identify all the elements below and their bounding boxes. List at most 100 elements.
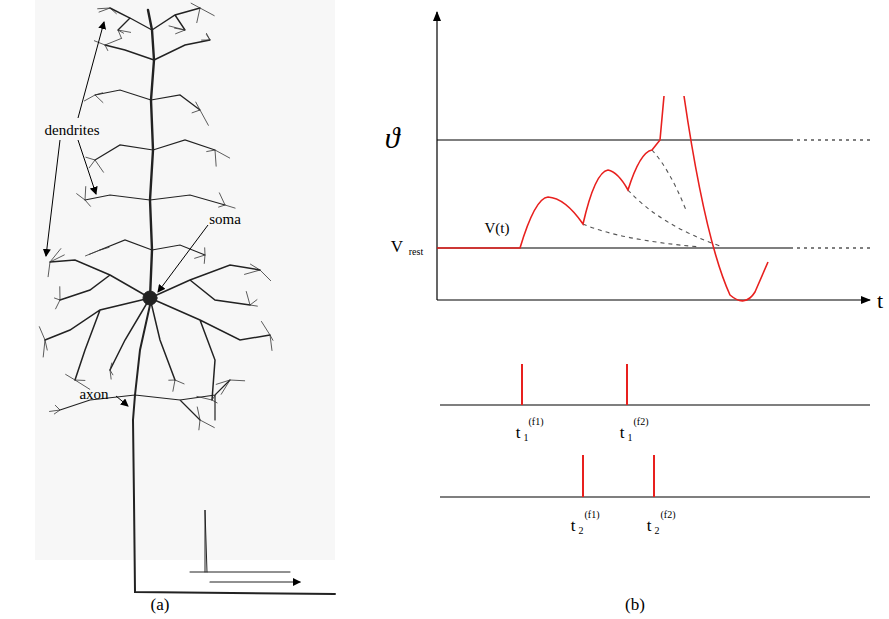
dendrite-twig: [169, 26, 185, 30]
part-label: dendrites: [45, 123, 100, 138]
membrane-potential: [437, 96, 768, 301]
superscript: (f1): [529, 417, 544, 427]
dendrite-twig: [206, 150, 215, 152]
dendrite-twig: [168, 380, 175, 381]
dendrite-twig: [219, 193, 225, 205]
dendrite-twig: [200, 8, 215, 16]
axes: [437, 12, 872, 300]
dendrite-twig: [194, 255, 205, 258]
dendrite-twig: [192, 110, 200, 113]
dendrite-twig: [250, 305, 258, 306]
dendrite-twig: [54, 298, 60, 300]
dendrite-twig: [191, 3, 200, 8]
panel-label: (b): [625, 596, 645, 613]
dendrite-twig: [85, 186, 87, 200]
dendrite-twig: [95, 160, 104, 173]
dendrite-twig: [95, 95, 103, 103]
dendrite-twig: [39, 326, 45, 340]
spike-train-axis: [440, 405, 870, 497]
dendrite-twig: [110, 370, 113, 375]
signal-name: V(t): [485, 221, 510, 236]
axis-label: t: [877, 290, 883, 312]
dendrite-twig: [43, 340, 45, 357]
dendrite-twig: [218, 205, 225, 207]
dendrite-twig: [196, 102, 200, 110]
dendrite-twig: [199, 420, 200, 430]
dendrite-twig: [45, 340, 47, 350]
dendrite-twig: [84, 95, 95, 101]
dendrite-twig: [206, 33, 210, 40]
superscript: (f2): [634, 417, 649, 427]
dendrite-twig: [204, 247, 205, 255]
dendrite-twig: [105, 45, 108, 51]
dendrite-twig: [230, 380, 245, 382]
subscript: 1: [524, 433, 529, 443]
dendrite-twig: [99, 8, 110, 12]
subscript: 2: [655, 526, 660, 536]
spike-time: t: [571, 517, 576, 534]
dendrite-twig: [48, 262, 50, 277]
spike-time: t: [647, 517, 652, 534]
dendrite-twig: [55, 405, 60, 410]
signal-name: V: [391, 238, 403, 255]
dendrite-twig: [110, 8, 117, 14]
dendrite-twig: [260, 270, 271, 281]
callout-arrows: [46, 22, 208, 406]
dendrite-twig: [49, 410, 60, 412]
dendrite-twig: [244, 270, 260, 274]
dendrite-twig: [175, 30, 185, 34]
dendrite-twig: [212, 394, 216, 400]
dendrite-twig: [50, 248, 61, 262]
dendrite-twig: [196, 396, 212, 400]
dendrite-twigs: [39, 3, 273, 430]
part-label: soma: [209, 212, 241, 227]
psp-decay: [583, 150, 720, 247]
dendrite-twig: [212, 400, 217, 403]
dendrite-twig: [201, 40, 210, 41]
subscript: 1: [628, 433, 633, 443]
spike-time: t: [620, 424, 625, 441]
threshold-symbol: ϑ: [385, 123, 400, 153]
superscript: (f2): [661, 510, 676, 520]
neuron-drawing: [45, 8, 335, 594]
dendrite-twig: [173, 380, 175, 392]
input-spike: [522, 364, 654, 497]
dendrite-twig: [200, 420, 215, 428]
dendrite-twig: [261, 321, 270, 335]
dendrite-twig: [85, 200, 91, 207]
image-ground: [35, 0, 335, 560]
dendrite-twig: [118, 30, 131, 32]
dendrite-twig: [65, 374, 75, 380]
dendrite-twig: [197, 407, 200, 420]
dendrite-twig: [94, 41, 105, 45]
dendrite-twig: [85, 250, 100, 256]
dendrite-twig: [215, 150, 216, 167]
subscript: 2: [579, 526, 584, 536]
dendrite-twig: [76, 193, 85, 200]
dendrite-twig: [95, 93, 103, 95]
dendrite-twig: [175, 380, 184, 384]
dendrite-twig: [250, 264, 260, 270]
dendrite-twig: [55, 300, 60, 309]
dendrite-twig: [59, 286, 60, 300]
superscript: (f1): [585, 510, 600, 520]
dendrite-twig: [246, 291, 250, 305]
dendrite-twig: [270, 335, 273, 341]
spike-time: t: [516, 424, 521, 441]
dendrite-twig: [110, 363, 112, 370]
dendrite-twig: [118, 30, 122, 39]
dendrite-twig: [225, 205, 235, 208]
dendrite-twig: [85, 157, 95, 160]
dendrite-twig: [250, 299, 257, 305]
dendrite-twig: [89, 160, 95, 168]
dendrite-twig: [200, 110, 209, 126]
subscript: rest: [409, 247, 423, 257]
dendrite-twig: [221, 380, 230, 395]
dendrite-twig: [105, 38, 121, 45]
dendrite-twig: [50, 255, 65, 262]
dendrite-twig: [204, 255, 206, 264]
dendrite-twig: [197, 8, 200, 23]
panel-label: (a): [151, 596, 170, 613]
